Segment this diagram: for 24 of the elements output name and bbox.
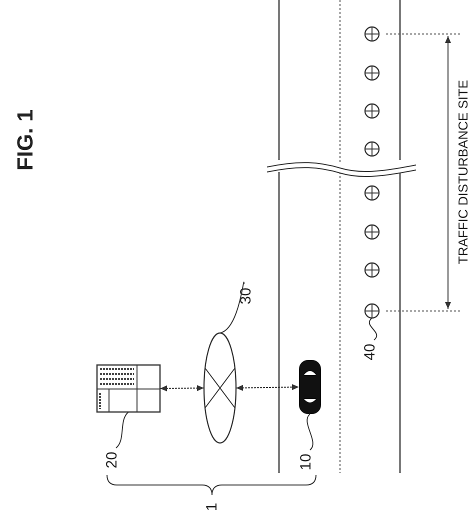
leader-line (368, 318, 378, 340)
cone-symbol (364, 262, 380, 278)
network-ellipse (203, 332, 237, 444)
car-icon (299, 360, 321, 414)
cone-symbol (364, 26, 380, 42)
leader-line (306, 414, 314, 450)
reference-numeral: 30 (238, 288, 254, 304)
cone-symbol (364, 303, 380, 319)
cone-symbol (364, 65, 380, 81)
leader-line (220, 282, 244, 334)
reference-numeral: 10 (298, 454, 314, 470)
dimension-label: TRAFFIC DISTURBANCE SITE (456, 80, 470, 264)
cone-symbol (364, 141, 380, 157)
leader-line (116, 412, 129, 448)
reference-numeral: 1 (204, 502, 220, 512)
double-arrow (160, 385, 204, 392)
reference-numeral: 20 (104, 452, 120, 468)
cone-symbol (364, 224, 380, 240)
double-arrow (236, 384, 300, 391)
cone-symbol (364, 185, 380, 201)
reference-numeral: 40 (362, 344, 378, 360)
figure-title: FIG. 1 (12, 109, 38, 171)
cone-symbol (364, 103, 380, 119)
server-icon (96, 364, 161, 413)
